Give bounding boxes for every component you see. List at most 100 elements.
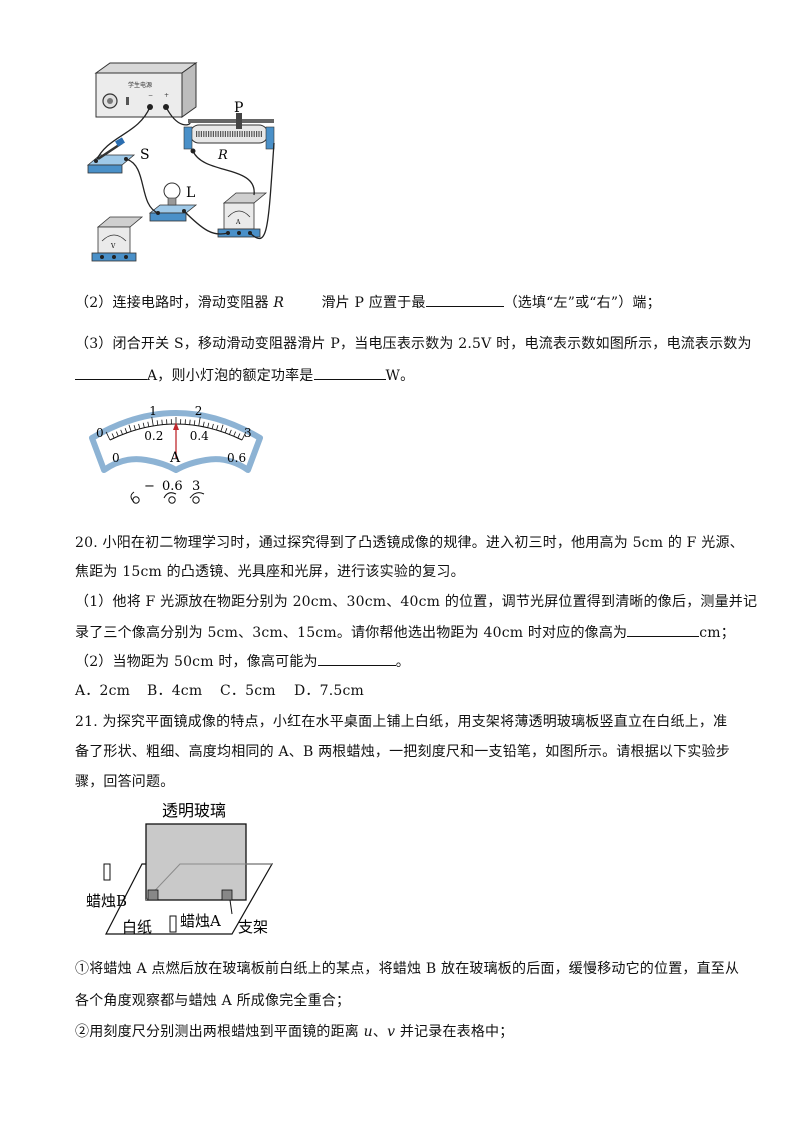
dial-tick xyxy=(142,422,145,428)
q21-step2-text-a: ②用刻度尺分别测出两根蜡烛到平面镜的距离 xyxy=(75,1024,359,1040)
terminal-06 xyxy=(168,496,176,504)
dial-tick xyxy=(120,429,123,435)
q20-possible-height-blank[interactable] xyxy=(317,651,396,666)
terminal-3-label: 3 xyxy=(192,479,200,494)
terminal-minus-label: − xyxy=(144,479,155,494)
glass-label: 透明玻璃 xyxy=(162,801,226,820)
q21-step2-sep: 、 xyxy=(372,1024,388,1040)
q20-option-b[interactable]: B．4cm xyxy=(147,683,203,699)
paper-label: 白纸 xyxy=(122,918,152,936)
q19-part2-text-b: 滑片 P 应置于最 xyxy=(321,295,426,311)
dial-tick xyxy=(207,422,210,428)
dial-tick xyxy=(115,431,119,437)
dial-tick xyxy=(193,420,196,426)
dial-tick xyxy=(237,433,241,439)
q20-line4-text-a: 录了三个像高分别为 5cm、3cm、15cm。请你帮他选出物距为 40cm 时对… xyxy=(75,625,628,641)
candle-b-label: 蜡烛B xyxy=(86,892,127,910)
q21-step1-line1: ①将蜡烛 A 点燃后放在玻璃板前白纸上的某点，将蜡烛 B 放在玻璃板的后面，缓慢… xyxy=(75,961,740,977)
dial-tick xyxy=(216,425,219,431)
q19-part2: （2）连接电路时，滑动变阻器 R 滑片 P 应置于最 （选填“左”或“右”）端； xyxy=(75,292,661,312)
q20-option-d[interactable]: D．7.5cm xyxy=(294,683,365,699)
q19-power-blank[interactable] xyxy=(313,365,386,380)
q20-options: A．2cm B．4cm C．5cm D．7.5cm xyxy=(75,680,364,700)
q20-line5-text-a: （2）当物距为 50cm 时，像高可能为 xyxy=(75,654,318,670)
q20-image-height-blank[interactable] xyxy=(627,622,700,637)
q19-part3-text-a: A，则小灯泡的额定功率是 xyxy=(147,368,314,384)
dial-tick xyxy=(133,425,136,431)
dial-tick xyxy=(111,433,115,439)
q19-part2-text-a: （2）连接电路时，滑动变阻器 xyxy=(75,295,269,311)
dial-tick xyxy=(198,416,201,426)
terminal-minus xyxy=(132,496,140,504)
q19-part3-text-b: W。 xyxy=(385,368,415,384)
dial-needle-tip xyxy=(173,422,179,430)
q21-step2-v: v xyxy=(387,1024,396,1040)
q19-part2-text-c: （选填“左”或“右”）端； xyxy=(503,295,661,311)
dial-tick xyxy=(147,421,150,427)
q20-line4: 录了三个像高分别为 5cm、3cm、15cm。请你帮他选出物距为 40cm 时对… xyxy=(75,622,735,642)
dial-tick xyxy=(124,428,128,434)
dial-tick xyxy=(229,429,232,435)
terminal-06-label: 0.6 xyxy=(162,479,183,494)
dial-top-label: 2 xyxy=(195,404,203,418)
glass-plate xyxy=(145,823,247,901)
q20-option-c[interactable]: C．5cm xyxy=(220,683,276,699)
q19-part3-line2: A，则小灯泡的额定功率是 W。 xyxy=(75,365,414,385)
candle-b-shape xyxy=(103,863,111,881)
q20-line2: 焦距为 15cm 的凸透镜、光具座和光屏，进行该实验的复习。 xyxy=(75,564,465,580)
q20-line5: （2）当物距为 50cm 时，像高可能为 。 xyxy=(75,651,410,671)
svg-text:−: − xyxy=(148,92,153,99)
dial-tick xyxy=(211,423,214,429)
q19-part2-blank[interactable] xyxy=(425,292,504,307)
circuit-figure: 学生电源 − + P R S L xyxy=(86,62,275,262)
dial-tick xyxy=(138,423,141,429)
dial-unit-letter: A xyxy=(169,450,181,466)
supply-plate-text: 学生电源 xyxy=(128,81,152,89)
dial-tick xyxy=(220,424,224,432)
label-r: R xyxy=(217,148,228,163)
dial-top-label: 1 xyxy=(149,404,157,418)
dial-tick xyxy=(151,416,154,426)
terminal-3 xyxy=(192,496,200,504)
dial-tick xyxy=(233,431,237,437)
ammeter-device-letter: A xyxy=(235,219,241,226)
rheostat xyxy=(183,113,275,154)
q19-current-blank[interactable] xyxy=(75,365,147,380)
label-p: P xyxy=(234,100,243,116)
ammeter-device: A xyxy=(217,192,268,238)
q21-step2-u: u xyxy=(363,1024,373,1040)
dial-top-label: 3 xyxy=(244,426,252,440)
q21-step2-text-b: 并记录在表格中； xyxy=(399,1024,514,1040)
q20-option-a[interactable]: A．2cm xyxy=(75,683,131,699)
dial-bottom-label: 0.2 xyxy=(144,429,163,443)
power-supply: 学生电源 − + xyxy=(94,62,198,118)
mirror-figure: 透明玻璃 蜡烛B 蜡烛A 白纸 支架 xyxy=(86,801,274,936)
q19-part3-line1: （3）闭合开关 S，移动滑动变阻器滑片 P，当电压表示数为 2.5V 时，电流表… xyxy=(75,336,752,352)
q20-line3: （1）他将 F 光源放在物距分别为 20cm、30cm、40cm 的位置，调节光… xyxy=(75,594,758,610)
dial-tick xyxy=(128,424,132,432)
q21-step1-line2: 各个角度观察都与蜡烛 A 所成像完全重合； xyxy=(75,993,351,1009)
dial-ticks xyxy=(105,416,247,441)
dial-tick xyxy=(105,431,111,441)
voltmeter-device-letter: V xyxy=(110,243,116,250)
dial-top-label: 0 xyxy=(96,426,104,440)
q20-line5-text-b: 。 xyxy=(395,654,410,670)
dial-bottom-label: 0.4 xyxy=(190,429,209,443)
stand-label: 支架 xyxy=(238,918,268,936)
svg-text:+: + xyxy=(164,92,169,99)
q21-line3: 骤，回答问题。 xyxy=(75,774,175,790)
stand-left xyxy=(147,889,159,901)
q21-step2: ②用刻度尺分别测出两根蜡烛到平面镜的距离 u、v 并记录在表格中； xyxy=(75,1021,513,1041)
label-l: L xyxy=(186,185,195,201)
label-s: S xyxy=(140,147,150,163)
q21-line1: 21. 为探究平面镜成像的特点，小红在水平桌面上铺上白纸，用支架将薄透明玻璃板竖… xyxy=(75,714,728,730)
q21-line2: 备了形状、粗细、高度均相同的 A、B 两根蜡烛，一把刻度尺和一支铅笔，如图所示。… xyxy=(75,744,730,760)
dial-bottom-label: 0.6 xyxy=(227,451,246,465)
q19-part2-r: R xyxy=(273,295,285,311)
dial-tick xyxy=(202,421,205,427)
dial-tick xyxy=(241,431,247,441)
q20-line4-text-b: cm； xyxy=(699,625,735,641)
dial-tick xyxy=(156,420,159,426)
